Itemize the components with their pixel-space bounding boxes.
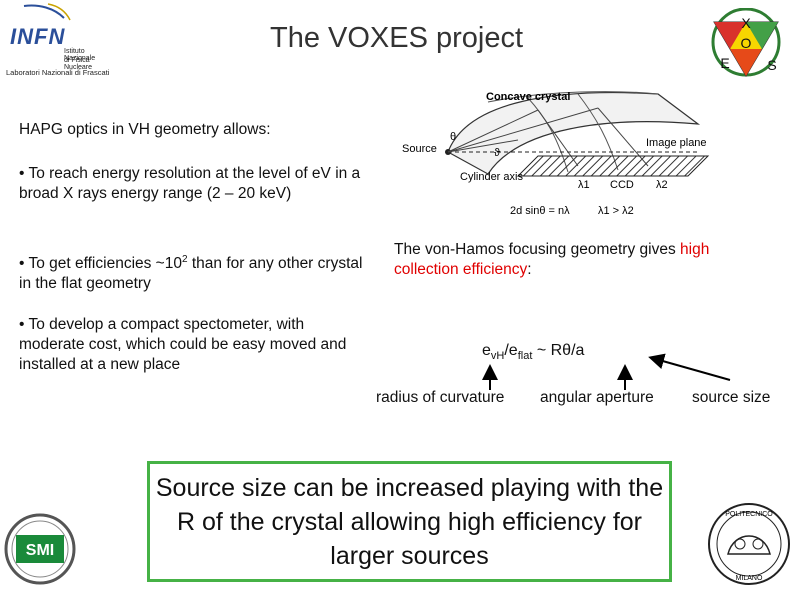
- vh-text-before: The von-Hamos focusing geometry gives: [394, 241, 681, 258]
- formula-rest: ~ Rθ/a: [532, 342, 585, 359]
- von-hamos-text: The von-Hamos focusing geometry gives hi…: [394, 240, 774, 280]
- infn-wordmark: INFN: [10, 24, 66, 49]
- xeos-e: E: [720, 55, 729, 71]
- politecnico-seal-icon: POLITECNICO MILANO: [708, 503, 790, 585]
- label-lambda2: λ2: [656, 179, 668, 191]
- infn-logo: INFN Istituto Nazionale di Fisica Nuclea…: [4, 2, 116, 78]
- xeos-x: X: [741, 15, 751, 31]
- formula-slash: /e: [504, 342, 518, 359]
- note-box: Source size can be increased playing wit…: [147, 461, 672, 582]
- label-theta: θ: [450, 131, 456, 143]
- xeos-o: O: [741, 35, 752, 51]
- bullet-compact: • To develop a compact spectometer, with…: [19, 316, 347, 373]
- infn-line-2: di Fisica Nucleare: [64, 57, 93, 71]
- label-source-size: source size: [692, 389, 771, 406]
- seal-bottom-text: MILANO: [736, 575, 763, 582]
- infn-swoosh-icon: [23, 3, 71, 21]
- efficiency-formula: evH/eflat ~ Rθ/a: [482, 342, 584, 362]
- label-ccd: CCD: [610, 179, 634, 191]
- politecnico-seal: POLITECNICO MILANO: [706, 496, 792, 592]
- label-angular-aperture: angular aperture: [540, 389, 654, 406]
- formula-sub-flat: flat: [517, 350, 533, 363]
- arrow-source-size: [648, 353, 731, 381]
- vh-text-high: high: [680, 241, 710, 258]
- bullet-efficiency: • To get efficiencies ~102 than for any …: [19, 254, 363, 293]
- label-concave-crystal: Concave crystal: [486, 91, 570, 103]
- xeos-s: S: [767, 57, 776, 73]
- xeos-triangle-icon: X E O S: [711, 7, 781, 77]
- label-source: Source: [402, 143, 437, 155]
- seal-top-text: POLITECNICO: [725, 511, 773, 518]
- label-order: λ1 > λ2: [598, 205, 634, 217]
- sm-logo: SMI: [2, 505, 78, 593]
- sm-logo-text: SMI: [26, 542, 54, 559]
- infn-line-3: Laboratori Nazionali di Frascati: [6, 68, 110, 77]
- xeos-logo: X E O S: [706, 7, 786, 80]
- bullet-energy-resolution: • To reach energy resolution at the leve…: [19, 165, 361, 202]
- intro-text: HAPG optics in VH geometry allows:: [19, 121, 271, 138]
- infn-line-1: Istituto Nazionale: [64, 48, 96, 62]
- vh-text-after: :: [527, 261, 532, 278]
- formula-e: e: [482, 342, 491, 359]
- vh-text-collection: collection efficiency: [394, 261, 528, 278]
- sm-emblem-icon: SMI: [4, 513, 76, 585]
- label-image-plane: Image plane: [646, 137, 707, 149]
- label-bragg: 2d sinθ = nλ: [510, 205, 570, 217]
- label-radius-of-curvature: radius of curvature: [376, 389, 505, 406]
- von-hamos-diagram: Concave crystal Source θ ϑ Image plane C…: [398, 80, 716, 222]
- page-title: The VOXES project: [270, 22, 524, 54]
- note-box-text: Source size can be increased playing wit…: [155, 474, 664, 570]
- label-cylinder-axis: Cylinder axis: [460, 171, 523, 183]
- formula-sub-vh: vH: [490, 350, 505, 363]
- formula-arrows: [370, 350, 794, 400]
- label-lambda1: λ1: [578, 179, 590, 191]
- label-vartheta: ϑ: [494, 147, 500, 159]
